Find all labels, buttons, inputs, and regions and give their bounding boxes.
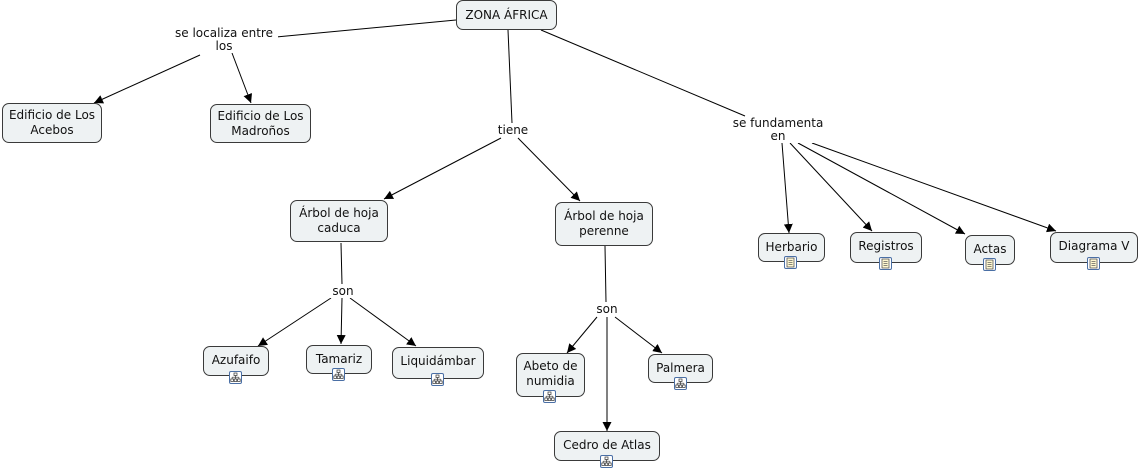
link-localiza-madronos [231,52,253,104]
linking-phrase-son-caduca: son [328,285,358,298]
concept-edificio-madronos[interactable]: Edificio de Los Madroños [210,104,311,143]
concept-label: Actas [973,242,1007,256]
concept-label: Diagrama V [1058,239,1130,253]
link-son-azufaifo [257,297,332,347]
document-icon[interactable] [784,256,797,269]
concept-label: ZONA ÁFRICA [465,7,548,22]
linking-phrase-fundamenta: se fundamenta en [729,117,827,143]
link-caduca-son [340,242,343,285]
link-fundamenta-herbario [781,142,793,234]
linking-phrase-tiene: tiene [494,124,532,137]
link-perenne-son [604,245,607,303]
concept-label: Azufaifo [211,353,261,367]
link-son-tamariz [336,297,346,345]
concept-label: Abeto de numidia [523,359,578,388]
linking-phrase-localiza: se localiza entre los [170,27,278,53]
link-fundamenta-registros [789,142,873,232]
concept-map-icon[interactable] [229,371,242,384]
concept-map-icon[interactable] [332,368,345,381]
link-tiene-perenne [517,137,581,202]
concept-edificio-acebos[interactable]: Edificio de Los Acebos [2,103,102,143]
concept-label: Cedro de Atlas [563,438,651,452]
concept-abeto-numidia[interactable]: Abeto de numidia [516,353,585,397]
concept-label: Árbol de hoja perenne [564,209,644,238]
document-icon[interactable] [983,258,996,271]
concept-map-icon[interactable] [600,455,613,468]
concept-label: Registros [858,239,914,253]
concept-label: Palmera [656,361,705,375]
concept-label: Herbario [765,240,818,254]
link-son-abeto [566,316,598,354]
concept-label: Edificio de Los Acebos [8,108,96,137]
link-fundamenta-diagrama [811,142,1057,233]
concept-zona-africa[interactable]: ZONA ÁFRICA [456,0,557,30]
link-zona-localiza [275,19,457,38]
document-icon[interactable] [1087,257,1100,270]
link-zona-tiene [507,29,513,124]
concept-label: Árbol de hoja caduca [299,206,379,235]
link-tiene-caduca [383,137,502,200]
link-son-liquidambar [349,297,417,347]
document-icon[interactable] [879,257,892,270]
concept-map-icon[interactable] [674,377,687,390]
link-son-palmera [614,316,663,354]
concept-arbol-perenne[interactable]: Árbol de hoja perenne [555,202,653,246]
concept-label: Tamariz [315,352,363,366]
concept-label: Liquidámbar [400,354,476,368]
linking-phrase-son-perenne: son [592,303,622,316]
link-localiza-acebos [93,54,201,104]
concept-arbol-caduca[interactable]: Árbol de hoja caduca [290,200,388,242]
concept-map-icon[interactable] [431,373,444,386]
link-zona-fundamenta [540,29,746,117]
concept-map-icon[interactable] [543,390,556,403]
concept-liquidambar[interactable]: Liquidámbar [392,347,484,379]
link-fundamenta-actas [797,142,966,235]
concept-label: Edificio de Los Madroños [217,108,304,138]
